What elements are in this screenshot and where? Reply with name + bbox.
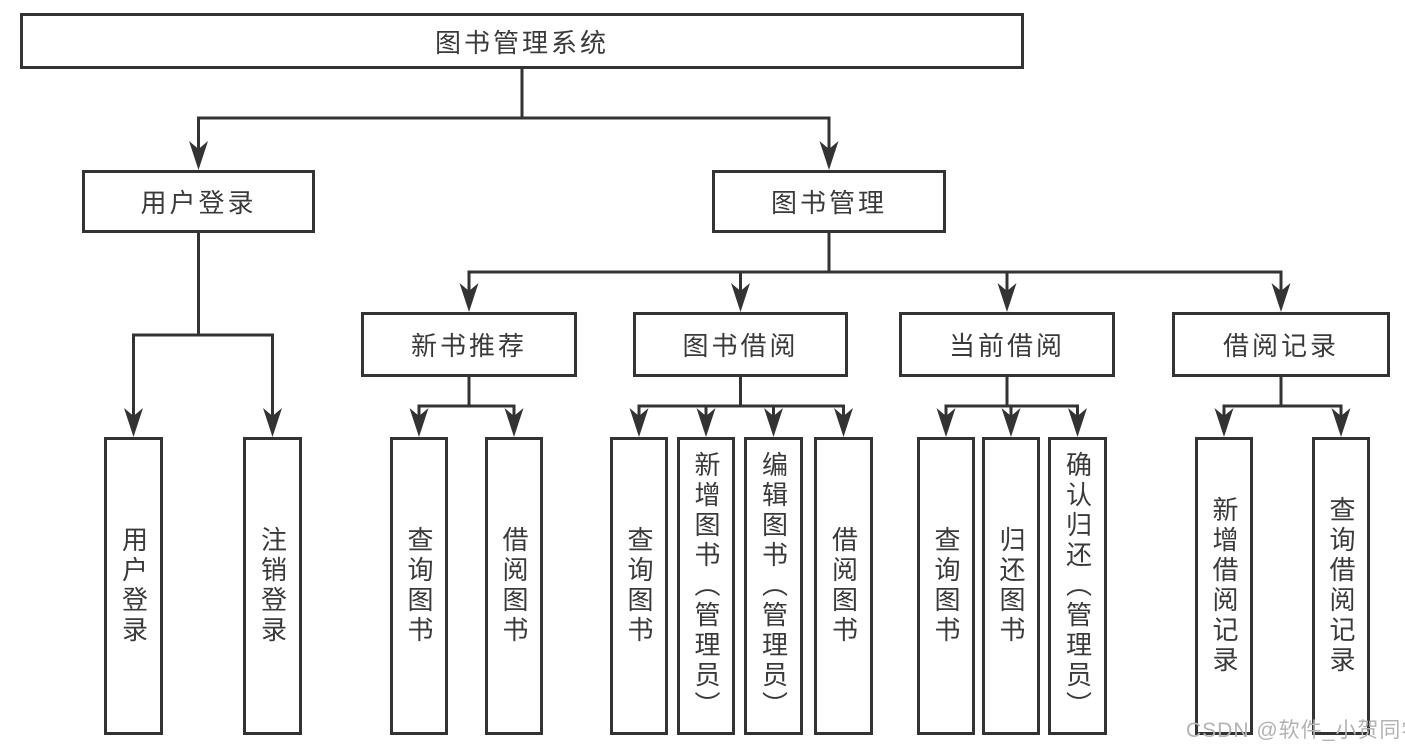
leaf-logout: 注销登录 bbox=[243, 437, 302, 735]
leaf-borrow-book-1: 借阅图书 bbox=[485, 437, 543, 735]
node-current-borrow: 当前借阅 bbox=[899, 312, 1115, 377]
leaf-borrow-book-2: 借阅图书 bbox=[814, 437, 873, 735]
leaf-add-borrow-record: 新增借阅记录 bbox=[1195, 437, 1253, 735]
node-root: 图书管理系统 bbox=[20, 13, 1024, 69]
leaf-query-borrow-record: 查询借阅记录 bbox=[1312, 437, 1370, 735]
node-borrow-record: 借阅记录 bbox=[1172, 312, 1390, 377]
leaf-query-book-3: 查询图书 bbox=[917, 437, 975, 735]
leaf-return-book: 归还图书 bbox=[982, 437, 1040, 735]
node-book-borrow: 图书借阅 bbox=[633, 312, 848, 377]
leaf-edit-book-admin: 编辑图书（管理员） bbox=[744, 437, 803, 735]
watermark: CSDN @软件_小贺同学 bbox=[1186, 719, 1405, 742]
leaf-query-book-1: 查询图书 bbox=[390, 437, 448, 735]
node-new-book-recommend: 新书推荐 bbox=[361, 312, 577, 377]
node-book-management-branch: 图书管理 bbox=[712, 170, 946, 233]
leaf-query-book-2: 查询图书 bbox=[610, 437, 668, 735]
leaf-confirm-return-admin: 确认归还（管理员） bbox=[1048, 437, 1107, 735]
leaf-user-login: 用户登录 bbox=[104, 437, 163, 735]
node-user-login-branch: 用户登录 bbox=[82, 170, 315, 233]
leaf-add-book-admin: 新增图书（管理员） bbox=[677, 437, 735, 735]
